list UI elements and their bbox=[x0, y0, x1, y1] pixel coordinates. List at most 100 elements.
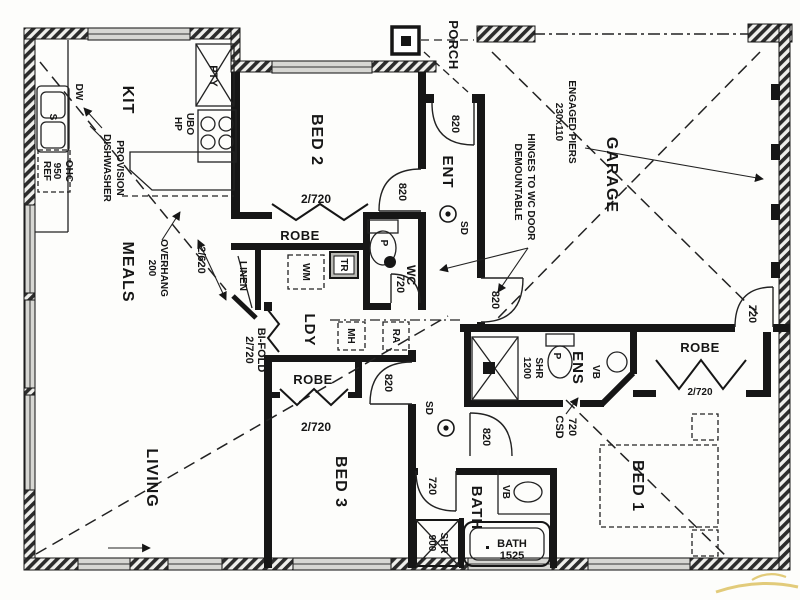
label-sd-ent: SD bbox=[458, 221, 469, 235]
bathtub bbox=[463, 521, 551, 567]
label-sink: S bbox=[47, 114, 58, 121]
engaged-piers bbox=[771, 84, 780, 278]
label-overhang: OVERHANG bbox=[158, 239, 169, 297]
label-robe-bed3: ROBE bbox=[293, 372, 333, 387]
bed-outline bbox=[599, 444, 719, 528]
label-pier-size: 230x110 bbox=[553, 103, 564, 142]
bed2-door-820 bbox=[378, 168, 422, 212]
label-hinges: HINGES TO WC DOOR bbox=[525, 133, 536, 241]
label-provision: PROVISION bbox=[114, 140, 125, 196]
dim-robe1: 2/720 bbox=[687, 387, 712, 398]
label-robe-bed1: ROBE bbox=[680, 340, 720, 355]
label-meals: MEALS bbox=[119, 242, 136, 303]
leaders bbox=[108, 147, 764, 553]
label-ubo: UBO bbox=[184, 113, 195, 135]
porch-structure bbox=[390, 25, 474, 93]
dim-2-620 bbox=[197, 239, 227, 301]
label-bathtub-size: 1525 bbox=[500, 550, 524, 562]
dim-garage-820: 820 bbox=[489, 291, 501, 309]
overhang-leader bbox=[161, 211, 181, 241]
dim-bed2-820: 820 bbox=[396, 183, 408, 201]
watermark-logo bbox=[715, 573, 799, 594]
wet-area-fixtures bbox=[367, 219, 628, 567]
label-950: 950 bbox=[51, 163, 62, 180]
bed1-furniture bbox=[599, 413, 719, 557]
smoke-detectors bbox=[437, 205, 457, 437]
wc-pan bbox=[369, 230, 397, 266]
dim-garage-720: 720 bbox=[746, 305, 758, 323]
label-1200: 1200 bbox=[521, 357, 532, 380]
dim-entry-820: 820 bbox=[449, 115, 461, 133]
csd-arrow bbox=[565, 397, 579, 415]
label-bed1: BED 1 bbox=[629, 460, 646, 512]
hinges-leader-wc bbox=[439, 247, 529, 273]
bath-shower bbox=[415, 519, 460, 567]
label-ent: ENT bbox=[439, 156, 456, 189]
dim-robe2: 2/720 bbox=[301, 192, 331, 206]
fridge-space bbox=[37, 149, 71, 193]
hinge-dot bbox=[384, 256, 396, 268]
garage-hall-door-820 bbox=[480, 277, 524, 323]
dim-wc-720: 720 bbox=[394, 275, 406, 293]
label-p-wc: P bbox=[378, 240, 389, 247]
return-air bbox=[382, 321, 410, 351]
labels: PORCH ENT KIT MEALS LIVING GARAGE BED 2 … bbox=[41, 20, 758, 562]
label-kit: KIT bbox=[119, 86, 136, 115]
washing-machine bbox=[287, 254, 325, 290]
garage-rear-door-720 bbox=[734, 286, 774, 328]
kitchen-fixtures bbox=[35, 40, 237, 233]
label-dishwasher: DISHWASHER bbox=[101, 134, 112, 203]
dim-2-620: 2/620 bbox=[195, 246, 207, 274]
label-bathtub-word: BATH bbox=[497, 538, 527, 550]
entry-door-820 bbox=[431, 102, 475, 146]
pantry bbox=[195, 43, 235, 107]
label-tr: TR bbox=[338, 258, 349, 272]
sd-ent bbox=[439, 205, 457, 223]
dim-bifold-size: 2/720 bbox=[243, 336, 255, 364]
label-bed2: BED 2 bbox=[308, 114, 325, 166]
label-demountable: DEMOUNTABLE bbox=[512, 143, 523, 220]
linen-door bbox=[237, 255, 253, 309]
label-vb-ens: VB bbox=[590, 365, 601, 379]
cooktop bbox=[197, 109, 237, 163]
sink bbox=[36, 85, 70, 153]
label-living: LIVING bbox=[143, 448, 160, 507]
windows bbox=[24, 27, 691, 571]
bed3-door-820 bbox=[369, 361, 413, 405]
robe-doors bbox=[237, 202, 747, 407]
label-piers: ENGAGED PIERS bbox=[566, 80, 577, 164]
interior-walls bbox=[231, 72, 790, 568]
dim-rear-820: 820 bbox=[480, 428, 492, 446]
ens-pan bbox=[547, 345, 573, 379]
label-ohc: OHC bbox=[63, 160, 74, 182]
label-pty: PTY bbox=[207, 65, 219, 87]
doors bbox=[369, 102, 774, 512]
dim-bed3-820: 820 bbox=[382, 374, 394, 392]
sd-hall bbox=[437, 419, 455, 437]
ens-shower bbox=[471, 336, 519, 401]
dim-bath-720: 720 bbox=[426, 477, 438, 495]
wc-cistern bbox=[367, 219, 399, 234]
label-wc: WC bbox=[404, 265, 418, 285]
label-csd: CSD bbox=[553, 415, 565, 438]
label-robe-bed2: ROBE bbox=[280, 228, 320, 243]
label-garage: GARAGE bbox=[603, 137, 620, 213]
dim-csd-720: 720 bbox=[566, 418, 578, 436]
bench bbox=[129, 151, 235, 191]
label-sd-hall: SD bbox=[423, 401, 434, 415]
label-linen: LINEN bbox=[237, 261, 248, 291]
label-porch: PORCH bbox=[446, 20, 461, 69]
label-ens: ENS bbox=[569, 351, 586, 385]
dw-arrow bbox=[83, 107, 103, 129]
ens-basin bbox=[606, 351, 628, 373]
piers-leader bbox=[584, 147, 764, 182]
label-ref: REF bbox=[41, 161, 52, 181]
dim-bifold-word: BI-FOLD bbox=[255, 328, 267, 373]
dim-robe3: 2/720 bbox=[301, 420, 331, 434]
construction-lines bbox=[35, 33, 763, 559]
label-hp: HP bbox=[172, 117, 183, 131]
label-wm: WM bbox=[300, 263, 311, 281]
